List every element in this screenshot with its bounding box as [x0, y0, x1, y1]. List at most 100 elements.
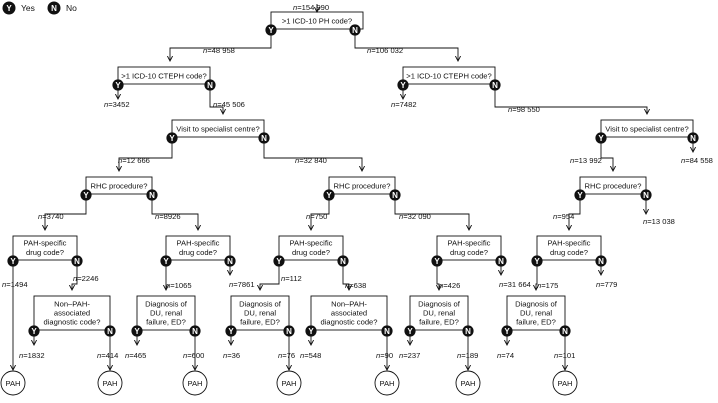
question-box-cteph-right: [402, 66, 496, 85]
svg-text:N: N: [598, 257, 604, 266]
no-legend-letter: N: [51, 4, 57, 13]
count-label: n=548: [300, 351, 321, 360]
svg-text:Y: Y: [577, 191, 583, 200]
count-label: n=154 990: [293, 3, 329, 12]
pah-outcome-node: PAH: [0, 370, 26, 396]
pah-outcome-node: PAH: [552, 370, 578, 396]
yes-icon: Y: [431, 255, 443, 267]
svg-text:Y: Y: [598, 134, 604, 143]
count-label: n=84 558: [681, 156, 713, 165]
question-text-du-1b: DU, renal: [150, 309, 182, 318]
svg-text:N: N: [340, 257, 346, 266]
svg-text:N: N: [149, 191, 155, 200]
count-label: n=12 666: [118, 156, 150, 165]
pah-outcome-node: PAH: [455, 370, 481, 396]
question-box-rhc-3: [579, 176, 647, 195]
question-text-du-4a: Diagnosis of: [515, 300, 558, 309]
svg-text:N: N: [261, 134, 267, 143]
no-icon: N: [258, 132, 270, 144]
yes-icon: Y: [28, 325, 40, 337]
yes-icon: Y: [160, 255, 172, 267]
svg-text:N: N: [643, 191, 649, 200]
no-icon: N: [489, 79, 501, 91]
question-text-visit-left: Visit to specialist centre?: [176, 125, 259, 134]
count-label: n=175: [537, 281, 558, 290]
no-icon: N: [204, 79, 216, 91]
no-legend-icon: [47, 1, 61, 15]
question-text-drug-1a: PAH-specific: [24, 239, 67, 248]
svg-text:N: N: [492, 81, 498, 90]
question-text-drug-3a: PAH-specific: [290, 239, 333, 248]
no-icon: N: [189, 325, 201, 337]
count-label: n=36: [223, 351, 240, 360]
count-label: n=465: [125, 351, 146, 360]
question-box-rhc-2: [328, 176, 396, 195]
question-box-drug-3: [278, 235, 344, 261]
svg-text:PAH: PAH: [557, 379, 572, 388]
question-box-cteph-left: [117, 66, 211, 85]
pah-outcomes: PAH PAH PAH PAH PAH PAH PAH: [0, 370, 578, 396]
yes-icon: Y: [501, 325, 513, 337]
svg-text:N: N: [286, 327, 292, 336]
svg-text:PAH: PAH: [379, 379, 394, 388]
svg-text:PAH: PAH: [102, 379, 117, 388]
question-text-du-4c: failure, ED?: [516, 318, 556, 327]
no-icon: N: [146, 189, 158, 201]
svg-text:N: N: [74, 257, 80, 266]
question-box-nonpah-1: [33, 295, 111, 331]
yes-icon: Y: [305, 325, 317, 337]
yes-icon: Y: [531, 255, 543, 267]
yes-icon: Y: [225, 325, 237, 337]
question-box-drug-4: [436, 235, 502, 261]
yes-icon: Y: [595, 132, 607, 144]
svg-text:Y: Y: [504, 327, 510, 336]
no-icon: N: [640, 189, 652, 201]
count-label: n=954: [553, 212, 574, 221]
svg-text:PAH: PAH: [187, 379, 202, 388]
yes-legend-icon: [2, 1, 16, 15]
question-text-ph: >1 ICD-10 PH code?: [282, 17, 352, 26]
question-text-nonpah-1a: Non–PAH-: [54, 300, 90, 309]
count-label: n=98 550: [508, 105, 540, 114]
svg-text:N: N: [227, 257, 233, 266]
question-text-cteph-right: >1 ICD-10 CTEPH code?: [406, 72, 491, 81]
pah-outcome-node: PAH: [182, 370, 208, 396]
svg-text:N: N: [207, 81, 213, 90]
count-label: n=13 992: [570, 156, 602, 165]
question-text-drug-3b: drug code?: [292, 248, 330, 257]
legend: Y Yes N No: [2, 1, 77, 15]
svg-text:PAH: PAH: [281, 379, 296, 388]
svg-text:N: N: [384, 327, 390, 336]
no-icon: N: [559, 325, 571, 337]
count-label: n=48 958: [203, 46, 235, 55]
question-box-drug-5: [536, 235, 602, 261]
svg-text:Y: Y: [169, 134, 175, 143]
question-text-du-1c: failure, ED?: [146, 318, 186, 327]
count-label: n=32 840: [295, 156, 327, 165]
count-label: n=600: [183, 351, 204, 360]
yes-icon: Y: [397, 79, 409, 91]
svg-text:Y: Y: [407, 327, 413, 336]
svg-text:Y: Y: [268, 26, 274, 35]
svg-text:N: N: [107, 327, 113, 336]
question-text-drug-2b: drug code?: [179, 248, 217, 257]
svg-text:Y: Y: [31, 327, 37, 336]
question-box-du-2: [230, 295, 290, 331]
svg-text:Y: Y: [308, 327, 314, 336]
question-text-du-3a: Diagnosis of: [418, 300, 461, 309]
yes-icon: Y: [574, 189, 586, 201]
count-label: n=2246: [73, 274, 99, 283]
no-icon: N: [381, 325, 393, 337]
question-text-nonpah-2c: diagnostic code?: [321, 318, 378, 327]
yes-icon: Y: [166, 132, 178, 144]
svg-text:Y: Y: [134, 327, 140, 336]
pah-outcome-node: PAH: [97, 370, 123, 396]
no-icon: N: [462, 325, 474, 337]
svg-text:N: N: [465, 327, 471, 336]
svg-text:N: N: [498, 257, 504, 266]
question-text-du-2b: DU, renal: [244, 309, 276, 318]
count-label: n=1494: [2, 280, 28, 289]
question-box-visit-left: [171, 119, 265, 138]
count-label: n=1065: [166, 281, 192, 290]
